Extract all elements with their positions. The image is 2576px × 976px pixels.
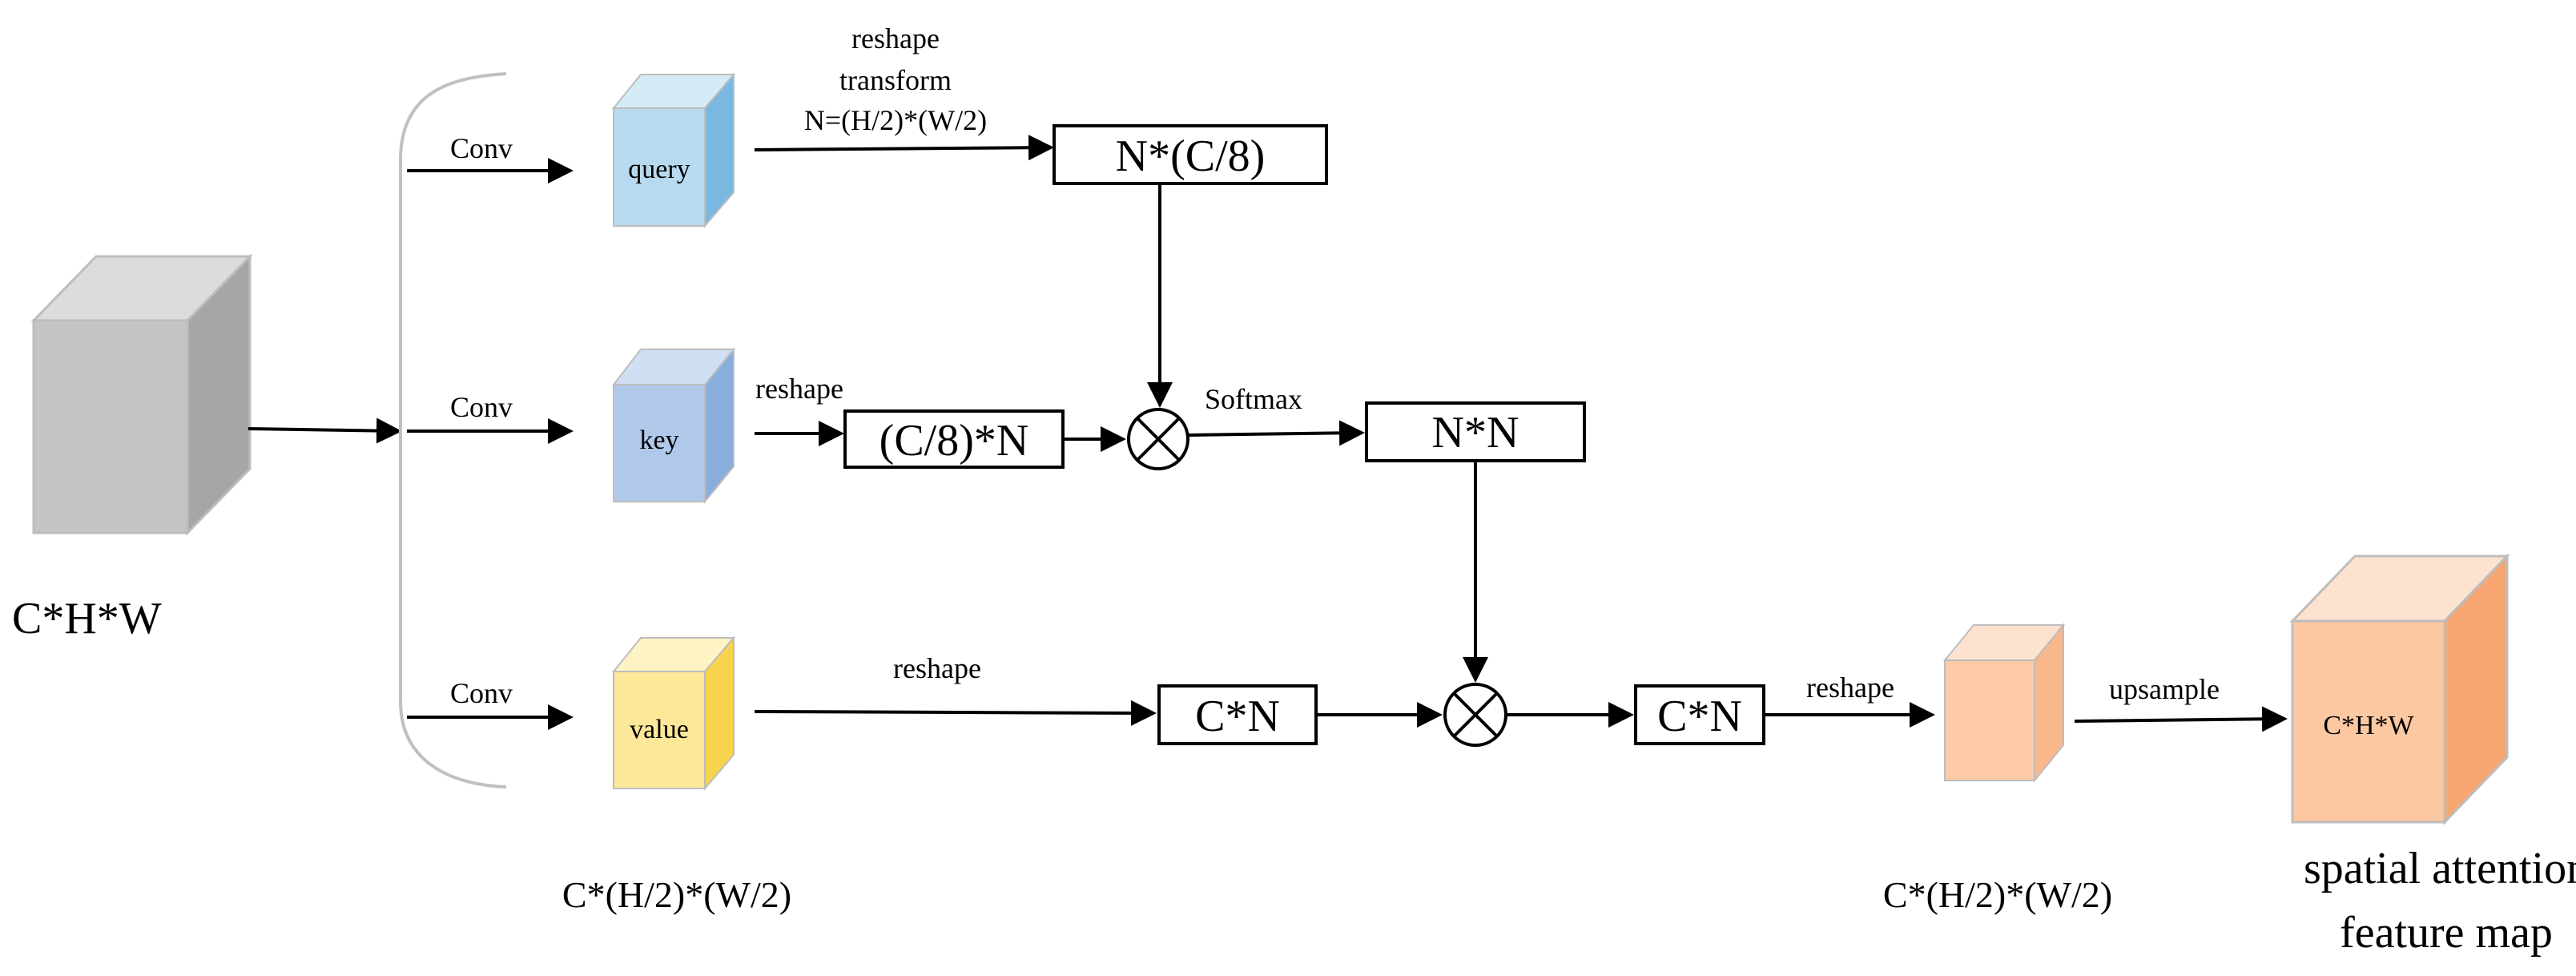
conv-label-query: Conv	[450, 132, 513, 164]
softmax-arrow	[1187, 420, 1365, 446]
attention-box-label: N*N	[1432, 408, 1519, 458]
product-box-label: C*N	[1657, 692, 1742, 741]
branch-dim-label: C*(H/2)*(W/2)	[562, 874, 791, 915]
key-reshape-edge-label: reshape	[755, 373, 843, 405]
conv-label-key: Conv	[450, 391, 513, 423]
mid-cube	[1942, 623, 2066, 783]
value-reshape-arrow	[754, 700, 1157, 726]
query-cube	[611, 72, 736, 228]
value-reshape-box-label: C*N	[1195, 692, 1280, 741]
value-cube-label: value	[630, 715, 689, 744]
multiply-icon	[1127, 408, 1189, 470]
query-edge-line1: reshape	[851, 22, 940, 54]
query-edge-line2: transform	[839, 64, 952, 96]
multiply-icon-2	[1443, 683, 1507, 747]
mid-dim-label: C*(H/2)*(W/2)	[1883, 874, 2112, 915]
upsample-arrow	[2074, 706, 2288, 732]
key-reshape-box-label: (C/8)*N	[879, 416, 1029, 466]
out-reshape-edge-label: reshape	[1806, 672, 1894, 704]
output-cube	[2289, 553, 2510, 825]
value-reshape-edge-label: reshape	[893, 652, 981, 684]
value-cube	[611, 635, 736, 791]
key-cube-label: key	[639, 425, 678, 455]
query-cube-label: query	[628, 155, 690, 184]
product-box	[1634, 684, 1765, 745]
key-reshape-box	[843, 409, 1065, 469]
output-cube-label: C*H*W	[2323, 711, 2414, 740]
query-reshape-box-label: N*(C/8)	[1116, 131, 1266, 181]
output-caption-line1: spatial attention	[2304, 844, 2576, 893]
query-reshape-arrow	[754, 135, 1054, 161]
key-cube	[611, 347, 736, 504]
attention-box	[1365, 401, 1586, 462]
upsample-edge-label: upsample	[2109, 673, 2220, 705]
input-arrow	[248, 417, 402, 444]
output-caption-line2: feature map	[2340, 908, 2553, 958]
softmax-edge-label: Softmax	[1205, 383, 1302, 415]
query-edge-line3: N=(H/2)*(W/2)	[804, 104, 987, 136]
input-dim-label: C*H*W	[12, 594, 162, 643]
query-reshape-box	[1053, 124, 1328, 185]
conv-label-value: Conv	[450, 677, 513, 709]
branch-bracket	[399, 72, 507, 788]
input-cube	[30, 253, 253, 536]
input-cube-front	[32, 319, 189, 534]
